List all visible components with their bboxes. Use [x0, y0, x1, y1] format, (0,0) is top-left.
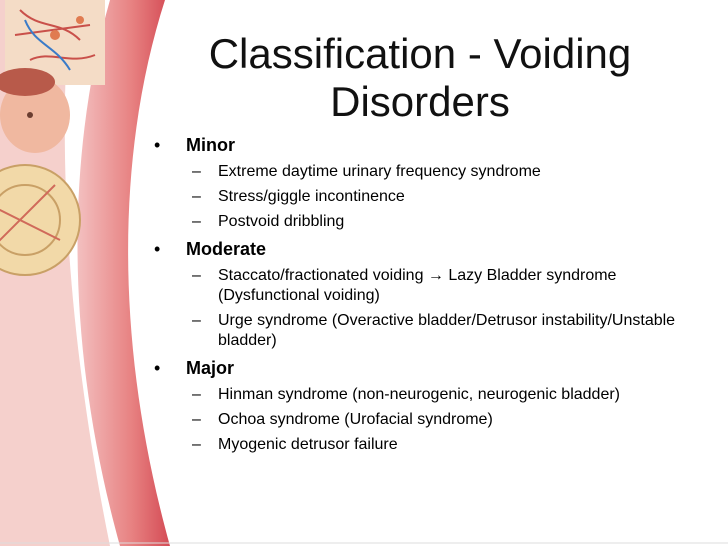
list-item-text: Myogenic detrusor failure — [218, 436, 398, 453]
dash-marker: – — [192, 163, 201, 180]
slide-title: Classification - Voiding Disorders — [190, 30, 650, 126]
list-item: –Hinman syndrome (non-neurogenic, neurog… — [150, 385, 715, 405]
list-item-text: Stress/giggle incontinence — [218, 188, 405, 205]
list-item-text: Postvoid dribbling — [218, 213, 345, 230]
list-item-text: Ochoa syndrome (Urofacial syndrome) — [218, 411, 493, 428]
slide-title-line-1: Classification - Voiding — [208, 30, 632, 77]
list-item: –Postvoid dribbling — [150, 212, 715, 232]
list-item-text: Urge syndrome (Overactive bladder/Detrus… — [218, 312, 676, 349]
list-item: –Staccato/fractionated voiding → Lazy Bl… — [150, 266, 715, 306]
list-item: –Myogenic detrusor failure — [150, 435, 715, 455]
anatomy-illustration — [0, 0, 105, 276]
dash-marker: – — [192, 411, 201, 428]
section-heading: • Major — [150, 357, 715, 379]
section-heading: • Moderate — [150, 238, 715, 260]
dash-marker: – — [192, 436, 201, 453]
dash-marker: – — [192, 312, 201, 329]
bullet-marker: • — [154, 135, 161, 155]
section-label: Minor — [186, 135, 235, 155]
list-item-text: Staccato/fractionated voiding → Lazy Bla… — [218, 267, 617, 304]
red-swoosh — [77, 0, 170, 546]
section-label: Moderate — [186, 239, 267, 259]
list-item: –Extreme daytime urinary frequency syndr… — [150, 162, 715, 182]
section-item-list: –Extreme daytime urinary frequency syndr… — [150, 162, 715, 232]
section-heading: • Minor — [150, 134, 715, 156]
section-label: Major — [186, 358, 235, 378]
list-item: –Ochoa syndrome (Urofacial syndrome) — [150, 410, 715, 430]
list-item-text: Hinman syndrome (non-neurogenic, neuroge… — [218, 386, 621, 403]
bullet-marker: • — [154, 239, 161, 259]
dash-marker: – — [192, 188, 201, 205]
dash-marker: – — [192, 267, 201, 284]
section-item-list: –Hinman syndrome (non-neurogenic, neurog… — [150, 385, 715, 455]
dash-marker: – — [192, 213, 201, 230]
section-item-list: –Staccato/fractionated voiding → Lazy Bl… — [150, 266, 715, 351]
slide-body: •Minor–Extreme daytime urinary frequency… — [150, 134, 715, 461]
bullet-marker: • — [154, 358, 161, 378]
list-item-text: Extreme daytime urinary frequency syndro… — [218, 163, 541, 180]
dash-marker: – — [192, 386, 201, 403]
list-item: –Stress/giggle incontinence — [150, 187, 715, 207]
list-item: –Urge syndrome (Overactive bladder/Detru… — [150, 311, 715, 351]
slide-title-line-2: Disorders — [330, 78, 510, 125]
